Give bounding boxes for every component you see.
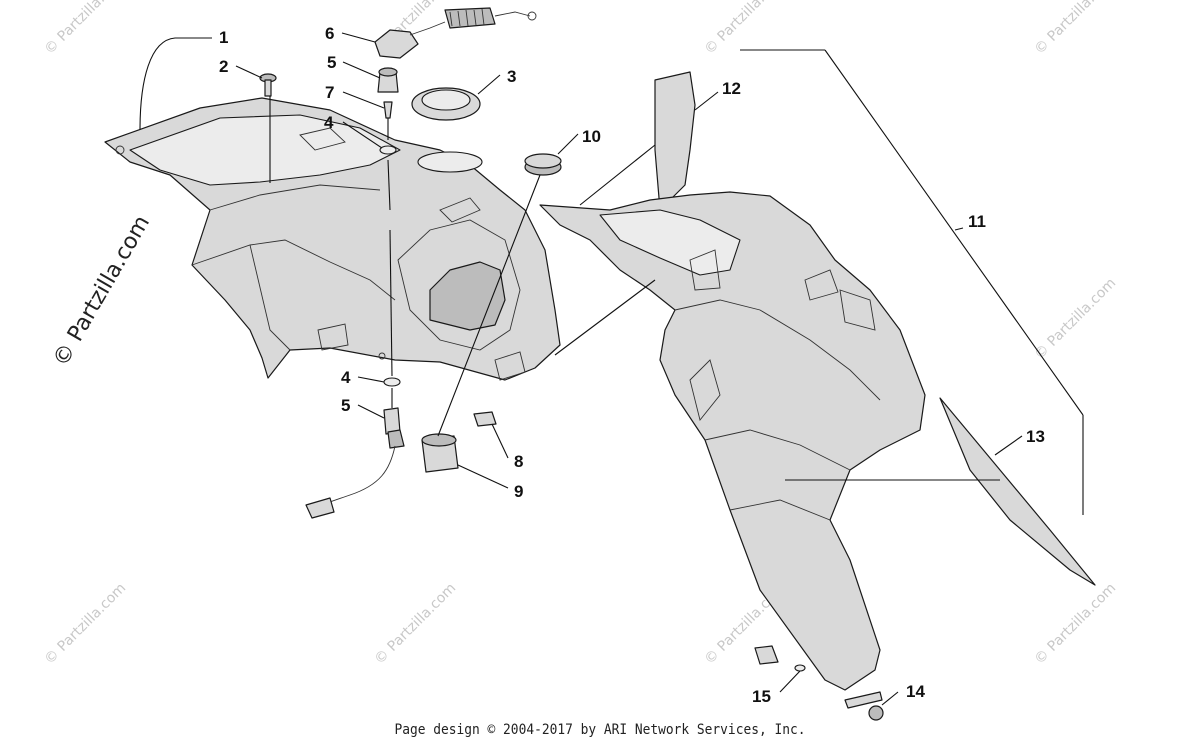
callout-4-lower: 4 <box>341 368 351 387</box>
grommet-upper <box>377 67 399 93</box>
side-panel <box>539 191 926 691</box>
callout-6: 6 <box>325 24 334 43</box>
watermark: © Partzilla.com <box>1032 275 1120 363</box>
callout-12: 12 <box>722 79 741 98</box>
callout-9: 9 <box>514 482 523 501</box>
deflector-upper <box>654 71 696 211</box>
watermark: © Partzilla.com <box>1032 580 1120 668</box>
callout-2: 2 <box>219 57 228 76</box>
callout-14: 14 <box>906 682 925 701</box>
deflector-lower <box>939 397 1096 586</box>
panel-screw <box>844 691 884 721</box>
side-watermark: © Partzilla.com <box>49 211 156 371</box>
clip <box>473 411 497 427</box>
console-cover <box>104 97 561 381</box>
callout-5-upper: 5 <box>327 53 336 72</box>
callout-1: 1 <box>219 28 228 47</box>
page-footer: Page design © 2004-2017 by ARI Network S… <box>394 722 806 738</box>
relay-switch <box>421 433 459 473</box>
watermark: © Partzilla.com <box>372 580 460 668</box>
gasket <box>524 153 562 176</box>
watermark: © Partzilla.com <box>42 580 130 668</box>
callout-15: 15 <box>752 687 771 706</box>
panel-clip <box>754 645 806 672</box>
screw <box>259 73 277 97</box>
washer-lower <box>383 377 401 387</box>
watermark: © Partzilla.com <box>702 0 790 58</box>
callout-3: 3 <box>507 67 516 86</box>
callout-7: 7 <box>325 83 334 102</box>
callout-4-upper: 4 <box>324 113 334 132</box>
sensor-connector <box>305 407 405 519</box>
callout-11: 11 <box>968 212 986 231</box>
watermark: © Partzilla.com <box>1032 0 1120 58</box>
cap-tether <box>374 7 537 59</box>
fastener-small <box>383 101 393 119</box>
cap-ring <box>411 87 481 121</box>
callout-5-lower: 5 <box>341 396 350 415</box>
leader-lines <box>139 32 1084 706</box>
watermark: © Partzilla.com <box>42 0 130 58</box>
washer-upper <box>379 145 397 155</box>
callout-10: 10 <box>582 127 601 146</box>
watermark-grid: © Partzilla.com © Partzilla.com © Partzi… <box>42 0 1120 668</box>
callouts: 1 2 3 4 4 5 5 6 7 8 9 10 11 12 13 14 15 <box>219 24 1045 706</box>
callout-13: 13 <box>1026 427 1045 446</box>
callout-8: 8 <box>514 452 523 471</box>
